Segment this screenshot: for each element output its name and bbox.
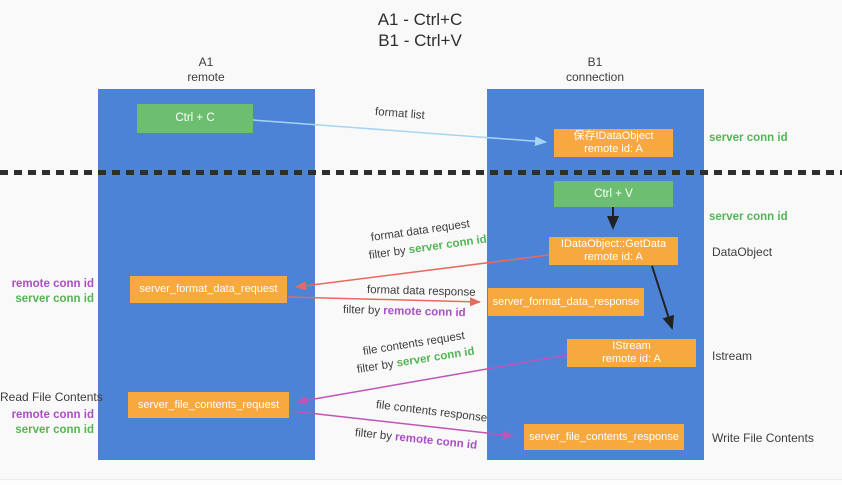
column-b1-role: connection bbox=[565, 70, 625, 84]
right-label-server-conn-id-1: server conn id bbox=[709, 132, 788, 144]
filter-prefix: filter by bbox=[342, 304, 384, 318]
node-server-format-data-request-label: server_format_data_request bbox=[139, 283, 278, 295]
left-label-server-conn-id-2: server conn id bbox=[15, 424, 94, 436]
right-label-dataobject: DataObject bbox=[712, 245, 773, 259]
node-server-format-data-request: server_format_data_request bbox=[130, 276, 287, 303]
filter-prefix: filter by bbox=[368, 244, 410, 262]
node-ctrl-v: Ctrl + V bbox=[554, 181, 673, 207]
left-label-server-conn-id-1: server conn id bbox=[15, 293, 94, 305]
label-file-contents-response: file contents response bbox=[375, 399, 488, 425]
node-save-idataobject-line2: remote id: A bbox=[584, 143, 643, 155]
window-bottom-edge bbox=[0, 479, 842, 485]
node-server-format-data-response: server_format_data_response bbox=[488, 288, 644, 316]
label-filter-by-remote-conn-id-1: filter by remote conn id bbox=[343, 304, 466, 319]
node-server-file-contents-request: server_file_contents_request bbox=[128, 392, 289, 418]
node-idataobject-getdata-line1: IDataObject::GetData bbox=[560, 238, 667, 250]
dashed-separator bbox=[0, 170, 842, 175]
label-filter-by-remote-conn-id-2: filter by remote conn id bbox=[354, 427, 477, 452]
node-ctrl-c: Ctrl + C bbox=[137, 104, 253, 133]
filter-prefix: filter by bbox=[354, 427, 396, 444]
column-header-a1: A1 remote bbox=[151, 55, 261, 85]
diagram-title: A1 - Ctrl+C B1 - Ctrl+V bbox=[330, 9, 510, 51]
title-line-1: A1 - Ctrl+C bbox=[377, 10, 463, 29]
node-istream-line1: IStream bbox=[612, 340, 651, 352]
filter-keyword-remote-conn-id: remote conn id bbox=[394, 431, 478, 452]
node-server-file-contents-request-label: server_file_contents_request bbox=[137, 398, 280, 411]
right-label-server-conn-id-2: server conn id bbox=[709, 211, 788, 223]
node-save-idataobject-line1: 保存IDataObject bbox=[573, 130, 654, 142]
node-idataobject-getdata: IDataObject::GetData remote id: A bbox=[549, 237, 678, 265]
node-server-file-contents-response-label: server_file_contents_response bbox=[529, 430, 679, 443]
right-label-write-file-contents: Write File Contents bbox=[712, 431, 814, 445]
node-istream: IStream remote id: A bbox=[567, 339, 696, 367]
filter-keyword-remote-conn-id: remote conn id bbox=[383, 305, 466, 320]
column-header-b1: B1 connection bbox=[540, 55, 650, 85]
node-server-format-data-response-label: server_format_data_response bbox=[492, 295, 640, 308]
label-format-data-response: format data response bbox=[366, 284, 476, 299]
left-label-read-file-contents: Read File Contents bbox=[0, 390, 103, 404]
left-label-remote-conn-id-1: remote conn id bbox=[11, 278, 94, 290]
label-format-list: format list bbox=[374, 106, 426, 122]
column-a1-role: remote bbox=[187, 70, 225, 84]
left-label-remote-conn-id-2: remote conn id bbox=[11, 409, 94, 421]
node-ctrl-c-label: Ctrl + C bbox=[175, 112, 215, 124]
node-idataobject-getdata-line2: remote id: A bbox=[584, 251, 643, 263]
node-istream-line2: remote id: A bbox=[602, 353, 661, 365]
node-ctrl-v-label: Ctrl + V bbox=[594, 187, 633, 200]
filter-prefix: filter by bbox=[356, 357, 398, 376]
column-a1-name: A1 bbox=[198, 55, 214, 69]
column-b1-name: B1 bbox=[587, 55, 603, 69]
title-line-2: B1 - Ctrl+V bbox=[378, 31, 462, 50]
node-server-file-contents-response: server_file_contents_response bbox=[524, 424, 684, 450]
right-label-istream: Istream bbox=[712, 349, 753, 363]
node-save-idataobject: 保存IDataObject remote id: A bbox=[554, 129, 673, 157]
